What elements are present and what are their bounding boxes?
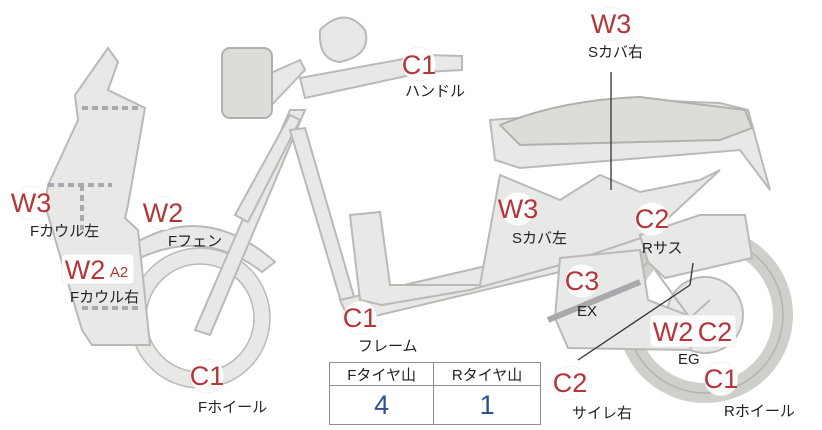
rear-tread-value: 1 [433,385,541,425]
label-front-cowl-right: W2 A2 Fカウル右 [61,253,139,306]
label-front-cowl-left: W3 Fカウル左 [11,185,99,240]
front-cowl-right-code: W2 [65,255,106,285]
front-fender-code: W2 [143,198,184,228]
front-tread-header: Fタイヤ山 [328,362,435,386]
label-front-wheel: C1 Fホイール [190,358,267,416]
label-side-cover-left: W3 Sカバ左 [498,191,567,247]
front-tread-value: 4 [328,385,435,425]
muffler-right-code: C2 [553,368,588,398]
front-cowl-right-label: Fカウル右 [70,289,139,306]
side-cover-right-code: W3 [591,9,632,39]
frame-label: フレーム [358,338,418,355]
front-wheel-code: C1 [190,361,225,391]
front-cowl-right-code2: A2 [110,264,128,281]
rear-suspension-label: Rサス [642,240,683,257]
cowl-panel-lines [48,106,140,310]
front-cowl-left-code: W3 [11,188,52,218]
label-exhaust: C3 EX [565,263,600,320]
floor-body [348,169,721,307]
label-front-fender: W2 Fフェン [143,195,222,250]
rear-wheel-code: C1 [704,364,739,394]
side-cover-left-code: W3 [498,194,539,224]
label-rear-wheel: C1 Rホイール [704,361,795,420]
exhaust-pipe [546,279,642,323]
label-muffler-right: C2 サイレ右 [553,365,632,422]
steering-column [221,16,368,119]
side-cover-right-label: Sカバ右 [588,44,643,61]
front-fender-label: Fフェン [168,233,222,250]
label-frame: C1 フレーム [343,300,418,355]
side-cover-left-label: Sカバ左 [512,230,567,247]
muffler-right-label: サイレ右 [572,405,632,422]
engine-code2: C2 [698,317,733,347]
engine-label: EG [678,351,700,368]
rear-suspension-code: C2 [635,204,670,234]
exhaust-label: EX [577,303,597,320]
seat [498,95,754,147]
label-rear-suspension: C2 Rサス [635,201,683,257]
front-cowl-left-label: Fカウル左 [30,223,99,240]
label-engine: W2 C2 EG [649,314,737,368]
label-side-cover-right: W3 Sカバ右 [588,6,643,61]
rear-wheel-label: Rホイール [724,403,795,420]
engine-code: W2 [653,317,694,347]
handle-label: ハンドル [405,83,465,100]
handle-code: C1 [402,50,437,80]
exhaust-code: C3 [565,266,600,296]
frame-code: C1 [343,303,378,333]
label-handle: C1 ハンドル [402,46,465,100]
rear-tread-header: Rタイヤ山 [433,362,541,386]
leader-lines [577,72,694,361]
tire-tread-table: Fタイヤ山 Rタイヤ山 4 1 [328,362,541,425]
front-wheel-label: Fホイール [198,399,267,416]
